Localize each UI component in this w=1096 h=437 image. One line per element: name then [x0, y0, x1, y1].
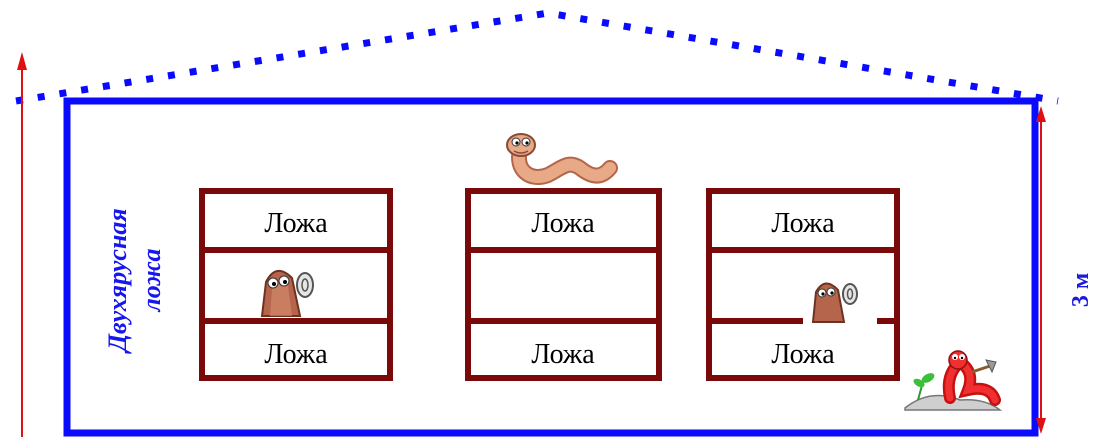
worm-digging-icon	[904, 350, 1003, 411]
worm-peeking-icon	[803, 282, 877, 324]
side-label-line1: Двухярусная	[103, 208, 132, 354]
bed-2-top-label: Ложа	[531, 208, 595, 239]
height-arrow-left	[17, 52, 27, 437]
dimension-label: 3 м	[1068, 273, 1094, 307]
bed-1-bottom-label: Ложа	[264, 339, 328, 370]
bed-2: Ложа Ложа	[465, 188, 662, 381]
worm-icon	[506, 133, 618, 185]
bed-2-bottom-label: Ложа	[531, 339, 595, 370]
bed-1: Ложа Ложа	[199, 188, 393, 381]
bed-3-top-label: Ложа	[771, 208, 835, 239]
building-wall	[63, 97, 1039, 437]
dimension-arrow-right	[1036, 106, 1046, 434]
side-label: Двухярусная ложа	[103, 208, 166, 354]
bed-3: Ложа Ложа	[706, 188, 900, 381]
bed-3-bottom-label: Ложа	[771, 339, 835, 370]
side-label-line2: ложа	[137, 248, 166, 312]
bed-1-top-label: Ложа	[264, 208, 328, 239]
roof-dotted-line	[15, 9, 1059, 105]
worm-peeking-icon	[246, 270, 336, 318]
